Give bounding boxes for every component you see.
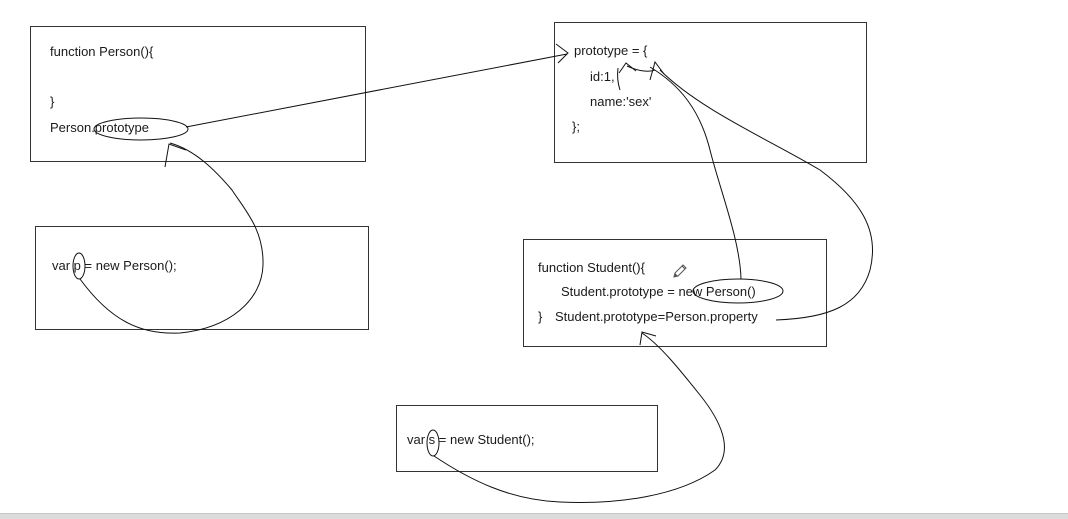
student-function-header: function Student(){ bbox=[538, 260, 645, 275]
student-function-box bbox=[523, 239, 827, 347]
person-function-box bbox=[30, 26, 366, 162]
p-proto-link bbox=[79, 142, 264, 334]
student-function-close: } bbox=[538, 309, 543, 324]
prototype-object-close: }; bbox=[572, 119, 580, 134]
person-prototype-ref: Person.prototype bbox=[50, 120, 150, 135]
new-person-proto-link bbox=[649, 66, 742, 280]
student-prototype-property: Student.prototype=Person.property bbox=[555, 309, 758, 324]
person-prototype-link bbox=[185, 53, 568, 128]
new-person-proto-arrowhead bbox=[618, 62, 637, 74]
window-bottom-bar bbox=[0, 513, 1068, 519]
person-function-header: function Person(){ bbox=[50, 44, 154, 59]
pencil-icon bbox=[673, 264, 687, 278]
prototype-object-box bbox=[554, 22, 867, 163]
new-person-link-tail bbox=[626, 65, 656, 72]
student-prototype-assign: Student.prototype = new Person() bbox=[561, 284, 756, 299]
s-proto-arrowhead bbox=[639, 331, 657, 346]
prototype-circle bbox=[93, 117, 189, 141]
s-proto-link bbox=[433, 332, 725, 503]
p-proto-arrowhead bbox=[164, 143, 187, 168]
p-variable-circle bbox=[72, 252, 86, 280]
person-function-close: } bbox=[50, 94, 55, 109]
prototype-object-open: prototype = { bbox=[574, 43, 648, 58]
prototype-id-field: id:1, bbox=[590, 69, 615, 84]
s-variable-circle bbox=[426, 429, 440, 457]
prototype-name-field: name:'sex' bbox=[590, 94, 652, 109]
student-instance-box bbox=[396, 405, 658, 472]
person-instance-code: var p = new Person(); bbox=[52, 258, 177, 273]
property-proto-arrowhead bbox=[649, 60, 665, 81]
property-proto-link bbox=[659, 69, 874, 321]
person-prototype-arrowhead bbox=[555, 43, 569, 64]
new-person-circle bbox=[692, 278, 784, 304]
id-tick bbox=[617, 67, 621, 91]
